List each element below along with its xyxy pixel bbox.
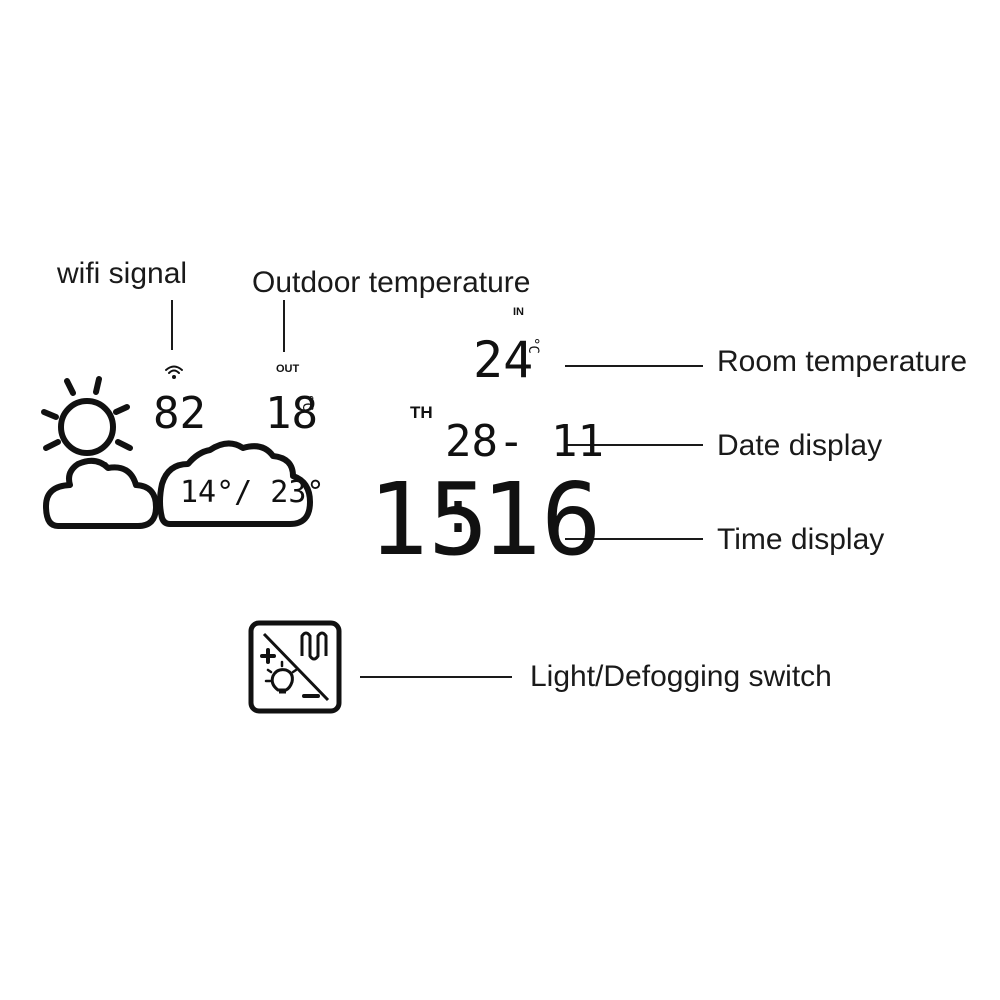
outdoor-temperature-unit: °C (299, 394, 315, 411)
date-leader-line (565, 444, 703, 446)
room-leader-line (565, 365, 703, 367)
room-temperature-value: 24 (473, 331, 534, 389)
wifi-leader-line (171, 300, 173, 350)
date-value: 28- 11 (445, 416, 604, 467)
outdoor-leader-line (283, 300, 285, 352)
time-leader-line (565, 538, 703, 540)
outdoor-temperature-value: 18 (265, 388, 318, 439)
forecast-range: 14°/ 23° (180, 475, 325, 510)
weekday: TH (410, 403, 433, 422)
time-display-label: Time display (717, 523, 885, 556)
wifi-signal-label: wifi signal (57, 257, 188, 290)
switch-leader-line (360, 676, 512, 678)
out-tag: OUT (276, 363, 300, 375)
room-temperature-label: Room temperature (717, 345, 968, 378)
room-temperature-unit: °C (525, 337, 541, 354)
wifi-icon (165, 365, 183, 379)
outdoor-temperature-label: Outdoor temperature (252, 266, 531, 299)
switch-label: Light/Defogging switch (530, 660, 832, 693)
in-tag: IN (513, 306, 524, 318)
sun-cloud-icon (41, 376, 313, 529)
light-defog-switch-icon[interactable] (248, 620, 342, 714)
time-hours: 15 (368, 461, 489, 578)
wifi-signal-value: 82 (153, 388, 206, 439)
time-minutes: 16 (481, 461, 602, 578)
time-separator: : (440, 477, 477, 547)
date-display-label: Date display (717, 429, 883, 462)
